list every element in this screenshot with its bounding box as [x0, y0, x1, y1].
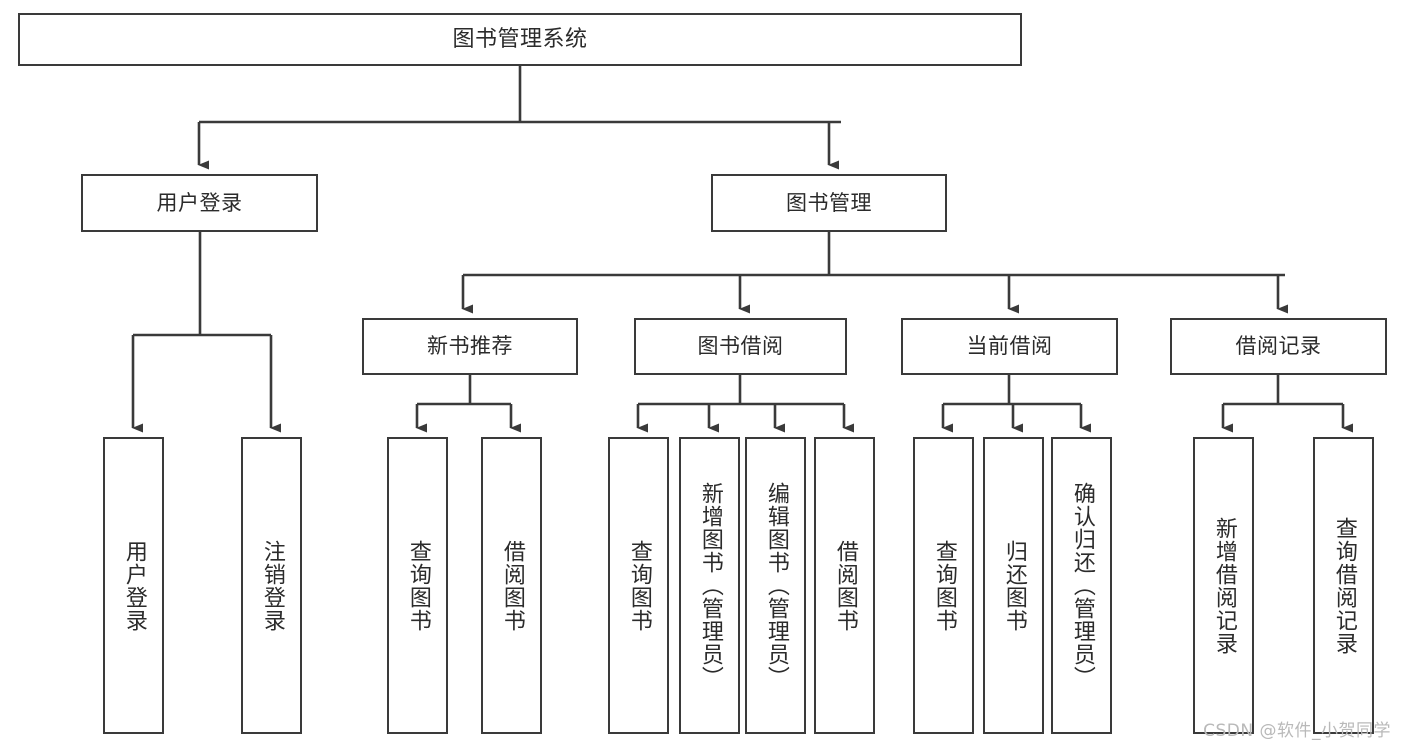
node-current-borrow[interactable]: 当前借阅: [901, 318, 1118, 375]
node-label: 图书管理系统: [452, 26, 588, 52]
leaf-user-login[interactable]: 用户登录: [103, 437, 164, 734]
node-label: 借阅记录: [1235, 334, 1322, 359]
node-label: 查询图书: [931, 539, 957, 632]
node-label: 新增借阅记录: [1211, 516, 1237, 655]
node-label: 新增图书（管理员）: [697, 482, 723, 689]
leaf-newbook-borrow-book[interactable]: 借阅图书: [481, 437, 542, 734]
leaf-records-add-record[interactable]: 新增借阅记录: [1193, 437, 1254, 734]
node-label: 确认归还（管理员）: [1069, 482, 1095, 689]
leaf-borrow-add-book-admin[interactable]: 新增图书（管理员）: [679, 437, 740, 734]
node-label: 用户登录: [156, 190, 243, 215]
node-user-login[interactable]: 用户登录: [81, 174, 318, 232]
node-label: 注销登录: [259, 539, 285, 632]
leaf-current-query-book[interactable]: 查询图书: [913, 437, 974, 734]
node-label: 图书借阅: [697, 334, 784, 359]
node-label: 查询图书: [626, 539, 652, 632]
node-label: 图书管理: [786, 190, 872, 215]
leaf-user-logout[interactable]: 注销登录: [241, 437, 302, 734]
leaf-current-confirm-return-admin[interactable]: 确认归还（管理员）: [1051, 437, 1112, 734]
node-borrow-records[interactable]: 借阅记录: [1170, 318, 1387, 375]
node-book-management[interactable]: 图书管理: [711, 174, 947, 232]
leaf-borrow-lend-book[interactable]: 借阅图书: [814, 437, 875, 734]
node-label: 借阅图书: [832, 539, 858, 632]
node-label: 查询图书: [405, 539, 431, 632]
leaf-newbook-query-book[interactable]: 查询图书: [387, 437, 448, 734]
node-label: 用户登录: [121, 539, 147, 632]
leaf-borrow-edit-book-admin[interactable]: 编辑图书（管理员）: [745, 437, 806, 734]
node-label: 当前借阅: [966, 334, 1053, 359]
node-label: 借阅图书: [499, 539, 525, 632]
node-root-system[interactable]: 图书管理系统: [18, 13, 1022, 66]
node-book-borrow[interactable]: 图书借阅: [634, 318, 847, 375]
node-new-book-recommend[interactable]: 新书推荐: [362, 318, 578, 375]
node-label: 新书推荐: [427, 334, 513, 359]
leaf-records-query-record[interactable]: 查询借阅记录: [1313, 437, 1374, 734]
node-label: 查询借阅记录: [1331, 516, 1357, 655]
node-label: 编辑图书（管理员）: [763, 482, 789, 689]
leaf-current-return-book[interactable]: 归还图书: [983, 437, 1044, 734]
node-label: 归还图书: [1001, 539, 1027, 632]
leaf-borrow-query-book[interactable]: 查询图书: [608, 437, 669, 734]
